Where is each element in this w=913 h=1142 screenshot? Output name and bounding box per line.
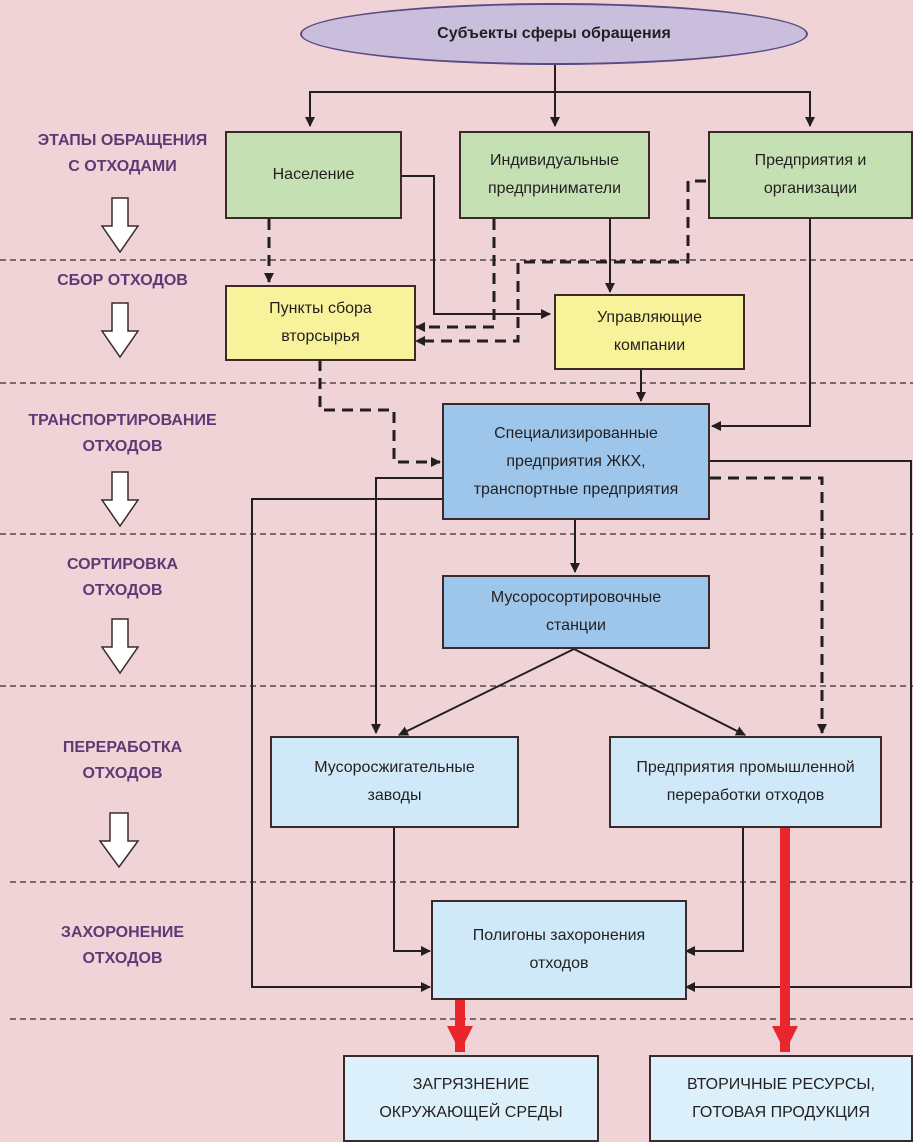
connector	[573, 648, 746, 736]
stage-label-circulation: ЭТАПЫ ОБРАЩЕНИЯ С ОТХОДАМИ	[37, 132, 208, 175]
node-population: Население	[225, 131, 402, 219]
connector	[685, 460, 912, 992]
node-management-companies: Управляющие компании	[554, 294, 745, 370]
node-incineration-plants: Мусоросжигательные заводы	[270, 736, 519, 828]
stage-arrow-icon	[100, 618, 140, 675]
node-secondary-resources: ВТОРИЧНЫЕ РЕСУРСЫ, ГОТОВАЯ ПРОДУКЦИЯ	[649, 1055, 913, 1142]
node-collection-points: Пункты сбора вторсырья	[225, 285, 416, 361]
node-environmental-pollution: ЗАГРЯЗНЕНИЕ ОКРУЖАЮЩЕЙ СРЕДЫ	[343, 1055, 599, 1142]
node-landfills: Полигоны захоронения отходов	[431, 900, 687, 1000]
connector	[711, 219, 811, 431]
connector	[251, 498, 442, 992]
node-processing-enterprises: Предприятия промышленной переработки отх…	[609, 736, 882, 828]
connector	[685, 827, 744, 956]
node-entrepreneurs: Индивидуальные предприниматели	[459, 131, 650, 219]
stage-arrow-icon	[100, 197, 140, 254]
connector	[371, 477, 442, 734]
stage-arrow-icon	[98, 812, 140, 869]
connector	[402, 175, 551, 319]
dashed-connector	[415, 179, 706, 346]
stage-label-processing: ПЕРЕРАБОТКА ОТХОДОВ	[62, 739, 183, 782]
node-organizations: Предприятия и организации	[708, 131, 913, 219]
dashed-connector	[710, 476, 827, 734]
connector	[555, 91, 815, 127]
connector	[398, 648, 575, 736]
connector	[393, 827, 431, 956]
stage-arrow-icon	[100, 471, 140, 528]
stage-label-burial: ЗАХОРОНЕНИЕ ОТХОДОВ	[60, 924, 185, 967]
stage-arrow-icon	[100, 302, 140, 359]
subjects-header: Субъекты сферы обращения	[300, 3, 808, 65]
node-specialized-enterprises: Специализированные предприятия ЖКХ, тран…	[442, 403, 710, 520]
dashed-connector	[318, 360, 441, 467]
stage-label-sorting: СОРТИРОВКА ОТХОДОВ	[66, 556, 179, 599]
dashed-connector	[415, 219, 496, 332]
connector	[305, 91, 555, 127]
stage-label-transport: ТРАНСПОРТИРОВАНИЕ ОТХОДОВ	[28, 412, 217, 455]
stage-label-collection: СБОР ОТХОДОВ	[57, 272, 188, 289]
node-sorting-stations: Мусоросортировочные станции	[442, 575, 710, 649]
